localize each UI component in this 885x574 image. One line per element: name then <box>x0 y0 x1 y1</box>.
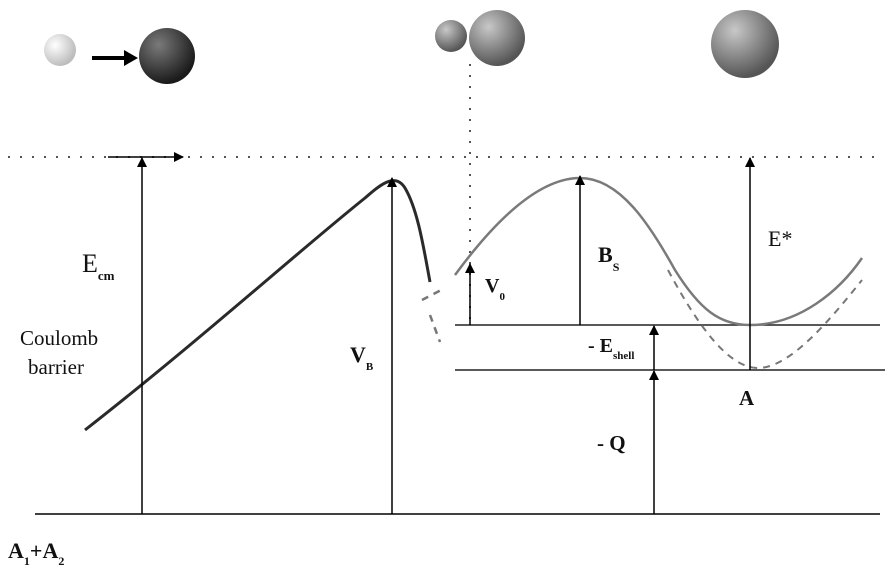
v0-label-main: V <box>485 275 500 297</box>
vb-label: VB <box>350 342 374 373</box>
dashed-shell-correction-curve <box>667 269 863 370</box>
eshell-label-main: - E <box>588 335 613 357</box>
v0-label: V0 <box>485 275 505 303</box>
v0-label-sub: 0 <box>499 291 505 303</box>
bs-label: BS <box>598 242 620 274</box>
eshell-label-sub: shell <box>613 350 634 362</box>
vb-label-sub: B <box>366 361 374 373</box>
a2-main: A <box>42 538 58 563</box>
bs-label-main: B <box>598 242 613 267</box>
approach-arrow <box>92 50 138 66</box>
eshell-label: - Eshell <box>588 335 634 362</box>
a-label: A <box>739 386 755 410</box>
bs-label-sub: S <box>613 260 620 274</box>
a1-main: A <box>8 538 24 563</box>
ecm-label: Ecm <box>82 249 115 283</box>
projectile-nucleus <box>44 34 76 66</box>
coulomb-label-line2: barrier <box>28 355 84 379</box>
dashed-connection-curve <box>421 286 446 343</box>
vb-label-main: V <box>350 342 366 367</box>
plus-sign: + <box>30 538 43 563</box>
touching-nuclei <box>435 10 525 66</box>
ecm-label-main: E <box>82 249 98 278</box>
a1-sub: 1 <box>24 554 30 568</box>
target-nucleus <box>139 28 195 84</box>
ecm-label-sub: cm <box>98 268 115 283</box>
reaction-label: A1+A2 <box>8 538 64 568</box>
coulomb-barrier-curve <box>84 179 432 432</box>
a2-sub: 2 <box>58 554 64 568</box>
compound-potential-curve <box>453 176 864 327</box>
compound-nucleus <box>711 10 779 78</box>
coulomb-label-line1: Coulomb <box>20 326 98 350</box>
estar-label: E* <box>768 226 792 251</box>
q-label: - Q <box>597 431 626 455</box>
